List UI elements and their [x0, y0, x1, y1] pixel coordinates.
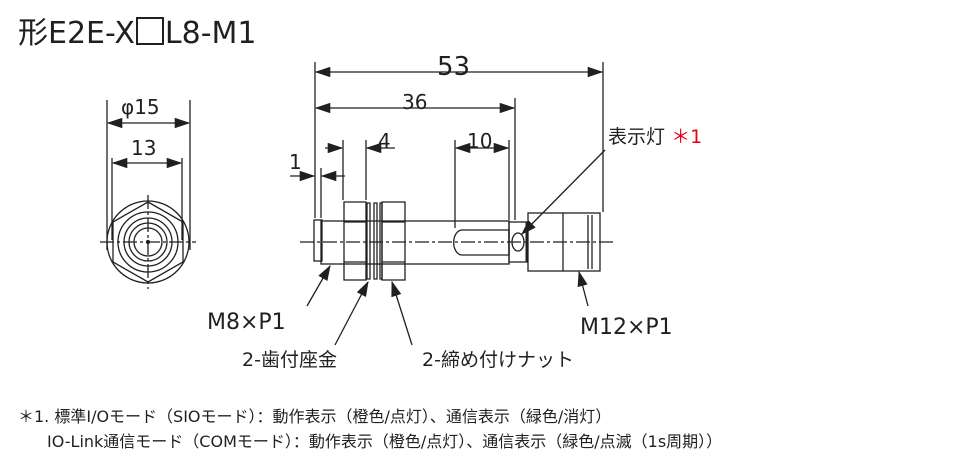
dim-36: 36 [402, 90, 428, 114]
indicator-label: 表示灯 ＊1 [608, 126, 703, 148]
dim-1: 1 [289, 150, 302, 174]
placeholder-box [135, 17, 164, 45]
front-view [100, 100, 196, 289]
thread-m8-label: M8×P1 [207, 310, 286, 335]
dim-4: 4 [378, 129, 391, 153]
side-view [290, 62, 615, 346]
title-suffix: L8-M1 [164, 16, 257, 51]
title-prefix: 形E2E-X [18, 16, 135, 51]
dim-phi15: φ15 [121, 95, 160, 119]
dim-13: 13 [131, 136, 157, 160]
dim-53: 53 [437, 52, 471, 82]
note-2: IO-Link通信モード（COMモード）：動作表示（橙色/点灯）、通信表示（緑色… [47, 432, 723, 451]
thread-m12-label: M12×P1 [580, 315, 673, 340]
dim-10: 10 [467, 129, 493, 153]
note-1: ＊1. 標準I/Oモード（SIOモード）：動作表示（橙色/点灯）、通信表示（緑色… [18, 407, 612, 426]
model-title: 形E2E-X L8-M1 [18, 8, 257, 52]
washer-label: 2-歯付座金 [242, 349, 337, 371]
nut-label: 2-締め付けナット [422, 349, 574, 371]
